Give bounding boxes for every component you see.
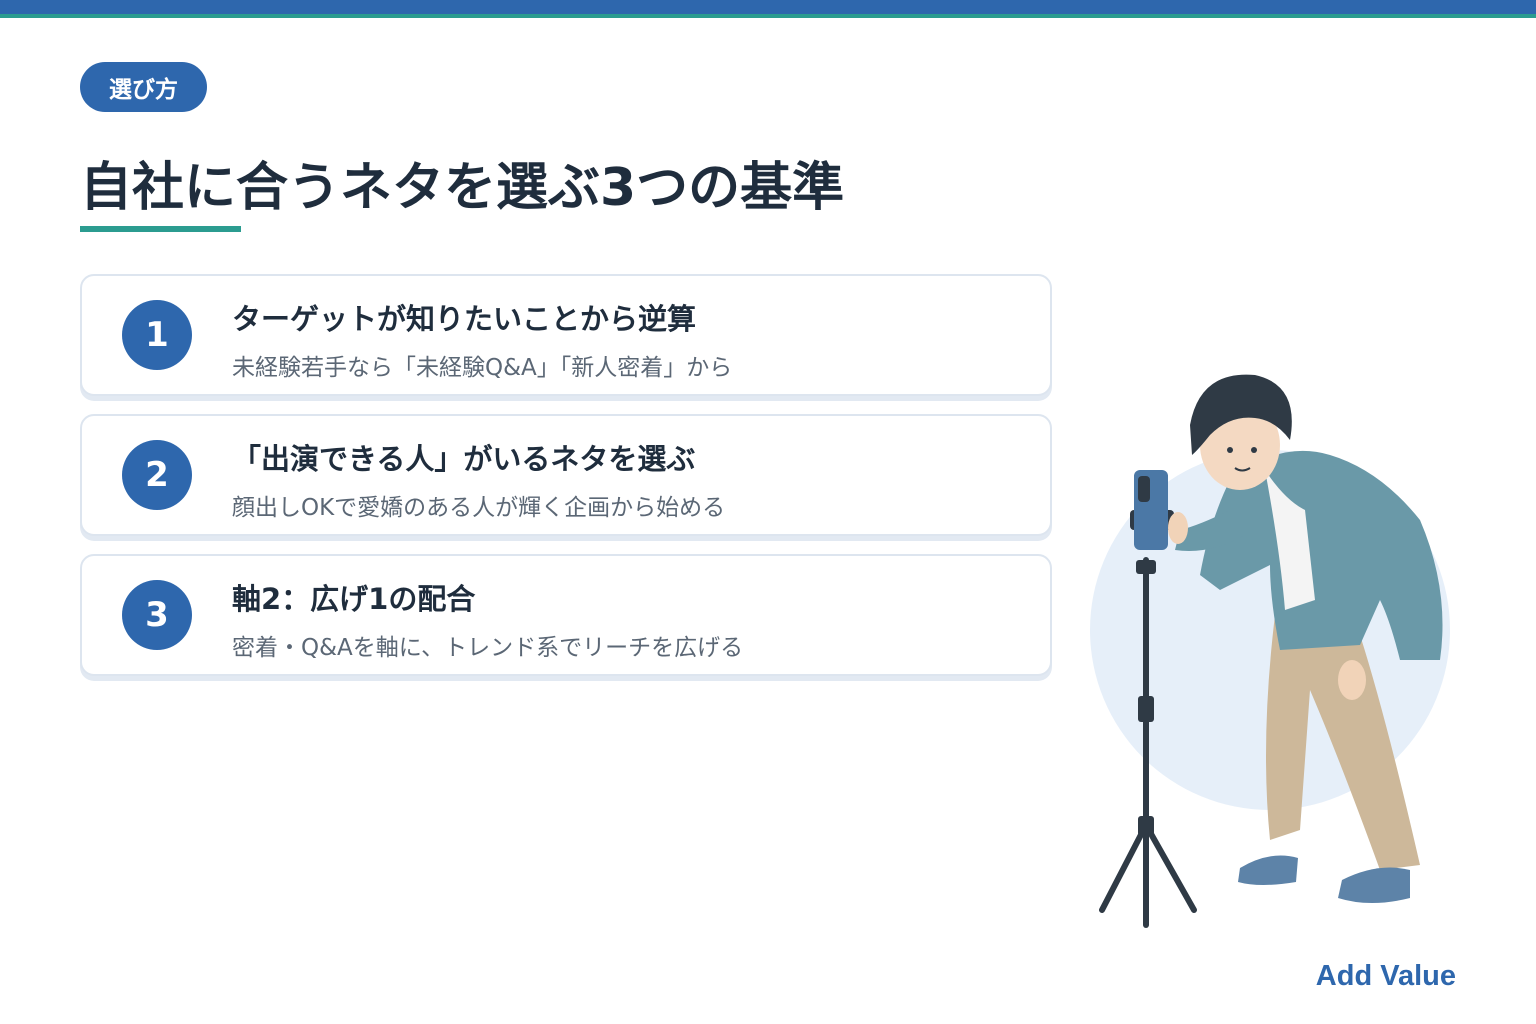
- top-bar-accent: [0, 14, 1536, 18]
- undershirt: [1265, 470, 1315, 610]
- tripod: [1099, 557, 1197, 928]
- hand: [1168, 512, 1188, 544]
- criteria-card-1: 1 ターゲットが知りたいことから逆算 未経験若手なら「未経験Q&A」「新人密着」…: [80, 274, 1052, 396]
- criteria-title-2: 「出演できる人」がいるネタを選ぶ: [232, 442, 696, 476]
- criteria-subtitle-2: 顔出しOKで愛嬌のある人が輝く企画から始める: [232, 495, 726, 521]
- criteria-title-3: 軸2：広げ1の配合: [232, 582, 476, 616]
- number-badge-1: 1: [122, 300, 192, 370]
- criteria-card-2: 2 「出演できる人」がいるネタを選ぶ 顔出しOKで愛嬌のある人が輝く企画から始め…: [80, 414, 1052, 536]
- shirt: [1200, 450, 1443, 660]
- number-badge-3: 3: [122, 580, 192, 650]
- criteria-title-1: ターゲットが知りたいことから逆算: [232, 302, 697, 336]
- pants: [1266, 605, 1420, 870]
- hair: [1190, 374, 1292, 455]
- left-shoe: [1238, 855, 1298, 885]
- right-shoe: [1338, 867, 1410, 903]
- criteria-subtitle-3: 密着・Q&Aを軸に、トレンド系でリーチを広げる: [232, 635, 744, 661]
- brand-logo-text: Add Value: [1315, 960, 1456, 992]
- criteria-card-3: 3 軸2：広げ1の配合 密着・Q&Aを軸に、トレンド系でリーチを広げる: [80, 554, 1052, 676]
- person-filming-smartphone-on-tripod-illustration: [1090, 374, 1450, 928]
- title-underline: [80, 226, 241, 232]
- number-badge-2: 2: [122, 440, 192, 510]
- criteria-subtitle-1: 未経験若手なら「未経験Q&A」「新人密着」から: [232, 355, 733, 381]
- section-badge: 選び方: [80, 62, 207, 112]
- page-title: 自社に合うネタを選ぶ3つの基準: [80, 158, 845, 218]
- top-bar: [0, 0, 1536, 14]
